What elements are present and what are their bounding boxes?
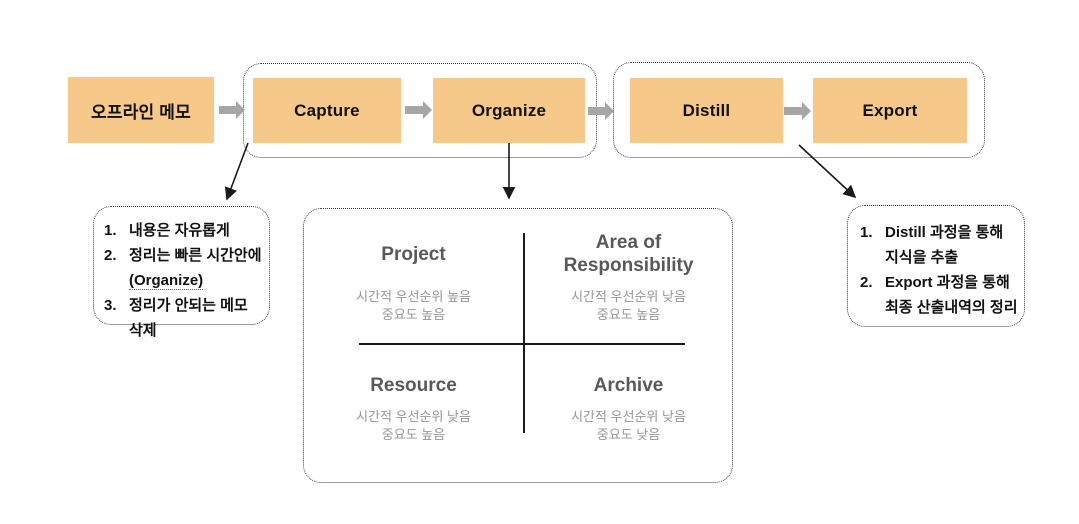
flow-box-offline-memo: 오프라인 메모 (68, 77, 214, 143)
quadrant-subtitle: 시간적 우선순위 낮음 중요도 높음 (356, 409, 471, 442)
note-line: 내용은 자유롭게 (129, 222, 230, 239)
list-number: 1. (104, 222, 117, 239)
flow-box-export: Export (813, 78, 967, 143)
note-item: 2. 정리는 빠른 시간안에 (Organize) (104, 243, 263, 293)
note-item: 1. 내용은 자유롭게 (104, 218, 263, 243)
quadrant-title: Area of Responsibility (563, 232, 694, 276)
quadrant-subtitle: 시간적 우선순위 낮음 중요도 높음 (571, 289, 686, 322)
note-line: (Organize) (129, 268, 263, 293)
note-item: 1. Distill 과정을 통해 지식을 추출 (860, 220, 1018, 270)
note-line: 정리가 안되는 메모 삭제 (129, 297, 248, 339)
list-number: 3. (104, 297, 117, 314)
quadrant-subtitle: 시간적 우선순위 낮음 중요도 낮음 (571, 409, 686, 442)
capture-note-box: 1. 내용은 자유롭게 2. 정리는 빠른 시간안에 (Organize) 3.… (93, 206, 270, 339)
note-item: 2. Export 과정을 통해 최종 산출내역의 정리 (860, 270, 1018, 320)
quadrant-cell-project: Project 시간적 우선순위 높음 중요도 높음 (304, 209, 523, 363)
note-line: Export 과정을 통해 (885, 274, 1010, 291)
note-line: 지식을 추출 (885, 249, 959, 266)
list-number: 1. (860, 224, 873, 241)
para-quadrant-box: Project 시간적 우선순위 높음 중요도 높음 Area of Respo… (303, 208, 733, 483)
flow-box-capture: Capture (253, 78, 401, 143)
spellchecked-word: (Organize) (129, 272, 204, 290)
quadrant-vertical-divider (523, 233, 525, 433)
list-number: 2. (860, 274, 873, 291)
quadrant-cell-resource: Resource 시간적 우선순위 낮음 중요도 높음 (304, 345, 523, 511)
note-line: 최종 산출내역의 정리 (885, 299, 1018, 316)
note-line: Distill 과정을 통해 (885, 224, 1004, 241)
note-line: 정리는 빠른 시간안에 (129, 247, 262, 264)
quadrant-cell-archive: Archive 시간적 우선순위 낮음 중요도 낮음 (523, 345, 734, 511)
distill-export-note-box: 1. Distill 과정을 통해 지식을 추출 2. Export 과정을 통… (847, 205, 1025, 327)
quadrant-cell-area-of-responsibility: Area of Responsibility 시간적 우선순위 낮음 중요도 높… (523, 209, 734, 363)
list-number: 2. (104, 247, 117, 264)
quadrant-title: Archive (593, 374, 664, 396)
flow-box-distill: Distill (630, 78, 783, 143)
quadrant-title: Resource (370, 374, 457, 396)
note-item: 3. 정리가 안되는 메모 삭제 (104, 293, 263, 343)
capture-to-note-arrow-icon (224, 142, 249, 201)
quadrant-title: Project (381, 243, 446, 265)
flow-box-organize: Organize (433, 78, 585, 143)
quadrant-subtitle: 시간적 우선순위 높음 중요도 높음 (356, 289, 471, 322)
quadrant-horizontal-divider (359, 343, 685, 345)
flow-arrow-icon (219, 101, 245, 119)
